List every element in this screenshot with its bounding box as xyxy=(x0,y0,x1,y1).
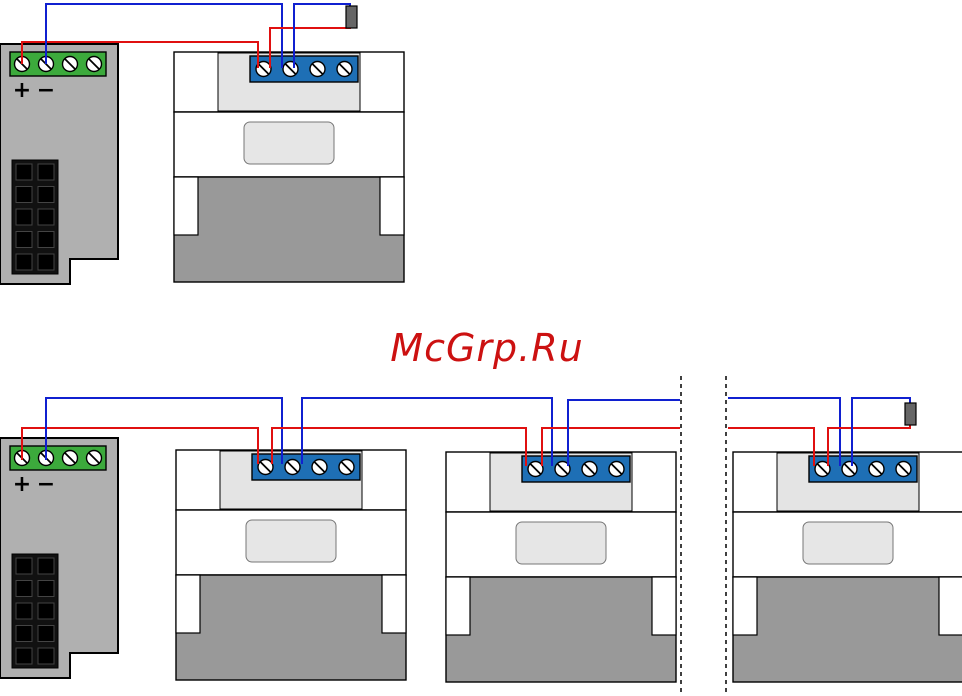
mount-clip-left xyxy=(446,577,470,635)
display-window xyxy=(246,520,336,562)
terminator-resistor-icon xyxy=(346,6,357,28)
power-supply-terminal-block xyxy=(10,446,106,470)
screw-icon xyxy=(869,462,884,477)
mount-clip-right xyxy=(652,577,676,635)
power-connector xyxy=(12,554,58,668)
mount-clip-left xyxy=(176,575,200,633)
screw-icon xyxy=(528,462,543,477)
device-base xyxy=(176,575,406,680)
screw-icon xyxy=(337,62,352,77)
screw-icon xyxy=(310,62,325,77)
device-terminal-block xyxy=(250,56,358,82)
screw-icon xyxy=(582,462,597,477)
screw-icon xyxy=(609,462,624,477)
device-base xyxy=(174,177,404,282)
screw-icon xyxy=(87,57,102,72)
device-base xyxy=(733,577,962,682)
mount-clip-left xyxy=(733,577,757,635)
screw-icon xyxy=(896,462,911,477)
mount-clip-left xyxy=(174,177,198,235)
display-window xyxy=(803,522,893,564)
screw-icon xyxy=(258,460,273,475)
meter-device xyxy=(176,450,406,680)
mount-clip-right xyxy=(382,575,406,633)
device-terminal-block xyxy=(809,456,917,482)
device-terminal-block xyxy=(252,454,360,480)
screw-icon xyxy=(285,460,300,475)
device-base xyxy=(446,577,676,682)
meter-device xyxy=(446,452,676,682)
meter-device xyxy=(733,452,962,682)
screw-icon xyxy=(339,460,354,475)
terminator-resistor-icon xyxy=(905,403,916,425)
screw-icon xyxy=(283,62,298,77)
plus-label: + xyxy=(13,472,31,497)
watermark-text: McGrp.Ru xyxy=(0,326,962,370)
power-supply: +− xyxy=(0,44,118,284)
screw-icon xyxy=(312,460,327,475)
screw-icon xyxy=(842,462,857,477)
power-supply: +− xyxy=(0,438,118,678)
screw-icon xyxy=(63,451,78,466)
device-terminal-block xyxy=(522,456,630,482)
mount-clip-right xyxy=(380,177,404,235)
minus-label: − xyxy=(37,472,55,497)
meter-device xyxy=(174,52,404,282)
power-connector xyxy=(12,160,58,274)
screw-icon xyxy=(63,57,78,72)
minus-label: − xyxy=(37,78,55,103)
screw-icon xyxy=(87,451,102,466)
mount-clip-right xyxy=(939,577,962,635)
display-window xyxy=(244,122,334,164)
display-window xyxy=(516,522,606,564)
plus-label: + xyxy=(13,78,31,103)
power-supply-terminal-block xyxy=(10,52,106,76)
